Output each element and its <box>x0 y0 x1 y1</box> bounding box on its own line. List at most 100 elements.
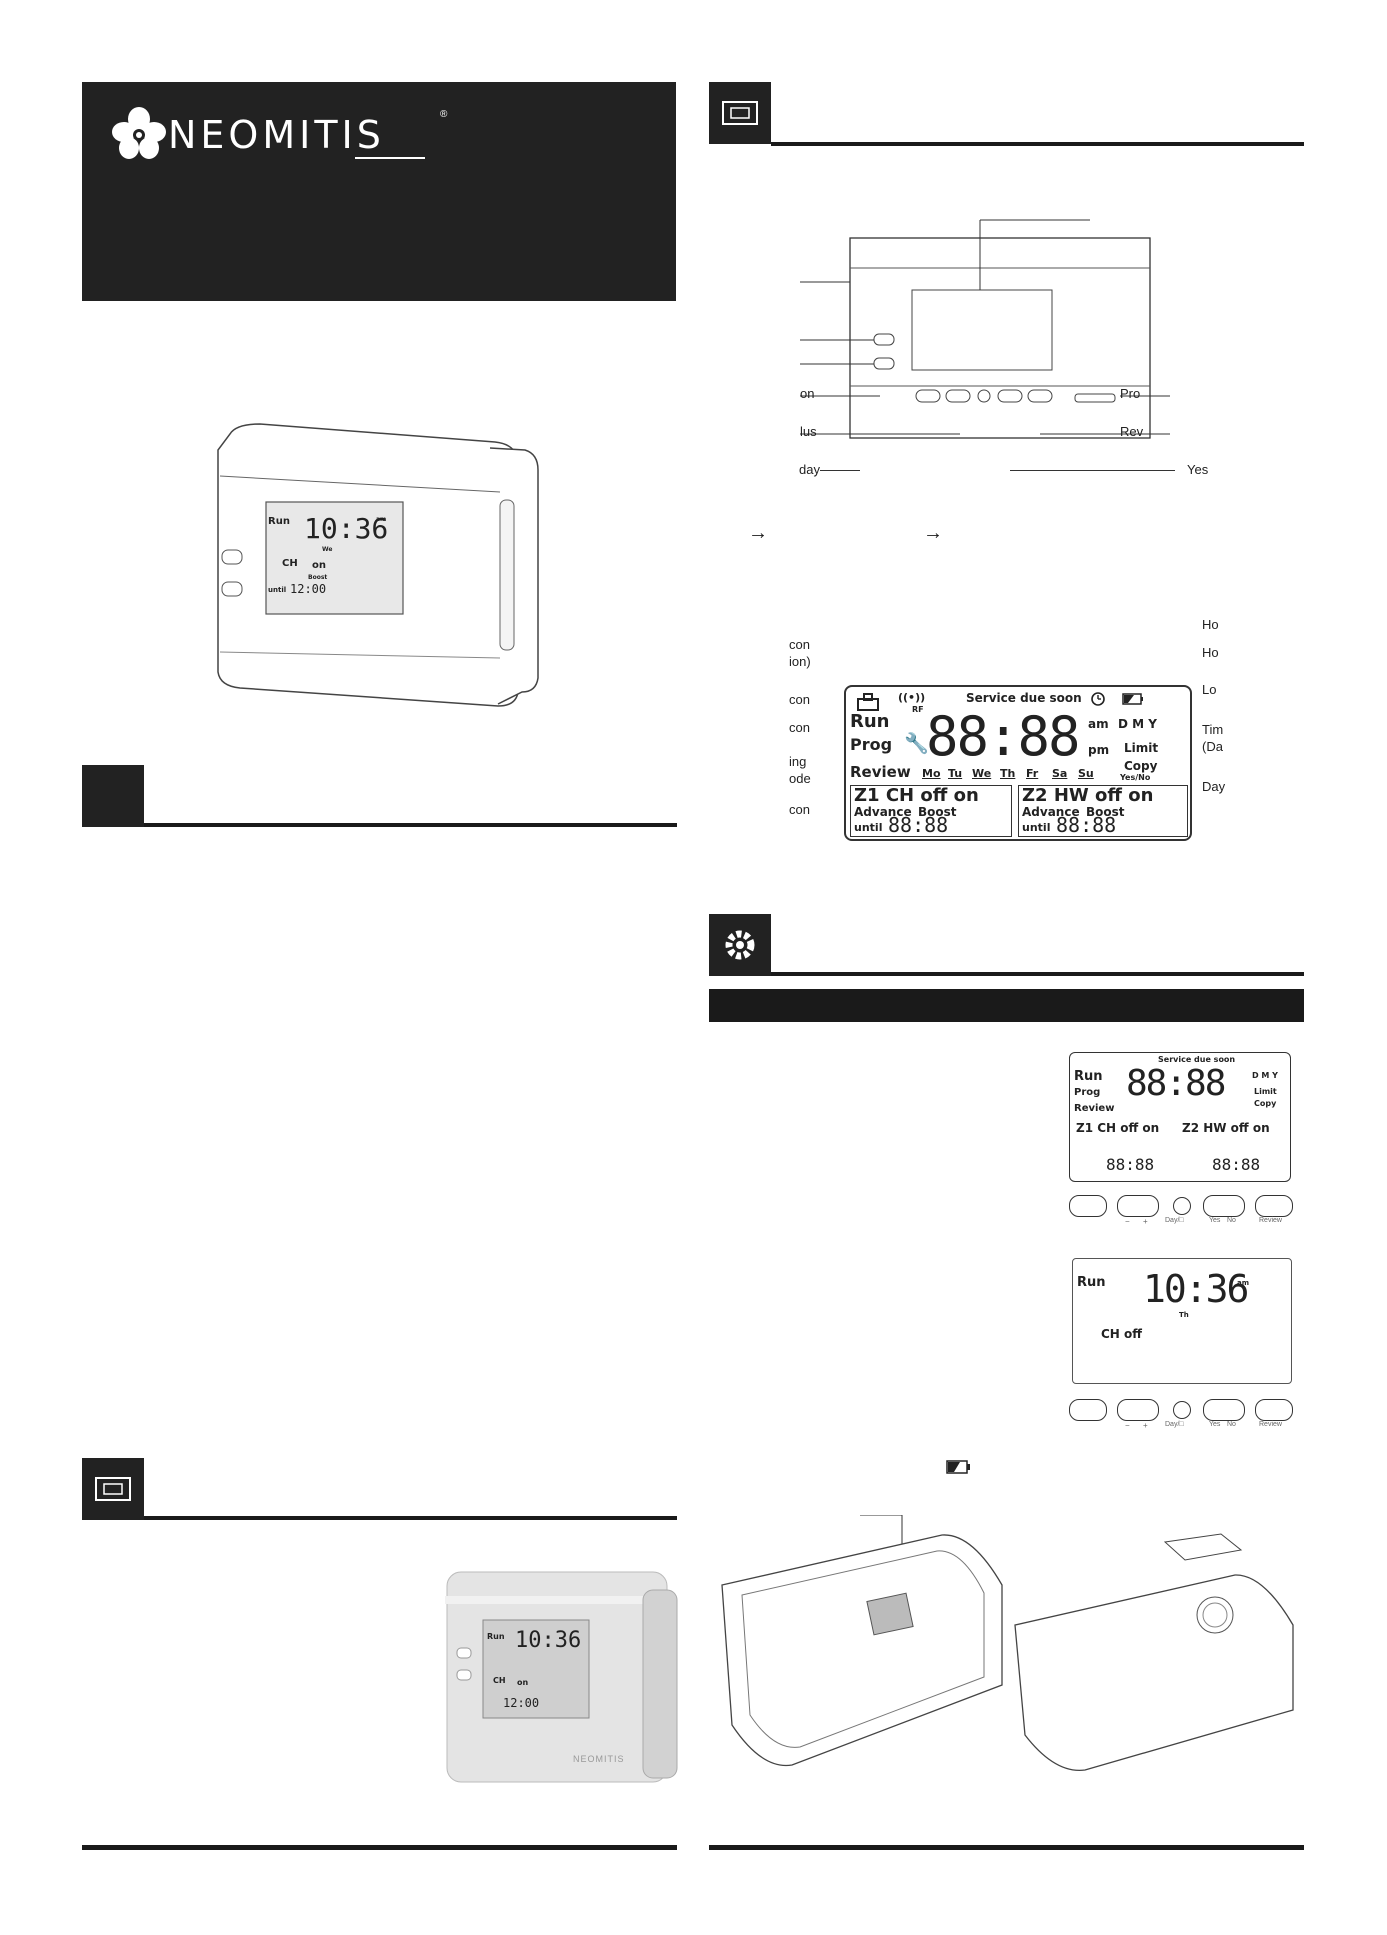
yes-no-button[interactable] <box>1203 1195 1245 1217</box>
minus-plus-button[interactable] <box>1117 1195 1159 1217</box>
callout-right-2: Yes <box>1187 462 1209 477</box>
service-text: Service due soon <box>966 691 1082 705</box>
small-zone2-digits: 88:88 <box>1212 1155 1261 1174</box>
brand-name: NEOMITIS <box>168 113 385 157</box>
small-review: Review <box>1074 1103 1115 1114</box>
battery-icon <box>1122 693 1143 705</box>
product-until: until <box>268 586 287 594</box>
bottom-rule-left <box>82 1845 677 1850</box>
callout-left-1: lus <box>800 424 817 439</box>
callout-right-1: Rev <box>1120 424 1144 439</box>
small-digits: 88:88 <box>1126 1063 1226 1104</box>
run-screen-ampm: am <box>1237 1279 1250 1287</box>
day-mo: Mo <box>922 767 941 780</box>
lcd-callout-left-4: ing <box>789 754 807 769</box>
zone2-label: Z2 HW off on <box>1022 785 1154 806</box>
day-button[interactable] <box>1173 1197 1191 1215</box>
right-section-rule <box>771 142 1304 146</box>
run-screen-day: Th <box>1179 1311 1189 1319</box>
day-label: Day/□ <box>1165 1217 1184 1224</box>
small-zone1-digits: 88:88 <box>1106 1155 1155 1174</box>
copy-label: Copy <box>1124 759 1158 773</box>
lcd-callout-left-5: ode <box>789 771 811 786</box>
small-dmy: D M Y <box>1252 1071 1278 1080</box>
review-button[interactable] <box>1255 1195 1293 1217</box>
plus-label: + <box>1143 1421 1148 1430</box>
mode-button[interactable] <box>1069 1195 1107 1217</box>
bottom-rule-right <box>709 1845 1304 1850</box>
section-rule-2 <box>144 1516 677 1520</box>
run-label: Run <box>850 711 890 732</box>
settings-subheader-bar <box>709 989 1304 1022</box>
zone2-box <box>1018 785 1188 837</box>
battery-icon <box>946 1460 970 1474</box>
yesno-label: Yes/No <box>1120 773 1151 782</box>
zone1-box <box>850 785 1012 837</box>
limit-label: Limit <box>1124 741 1159 755</box>
product-day: We <box>322 546 333 553</box>
lcd-callout-left-2: con <box>789 692 810 707</box>
front-view-diagram: on lus Pro Rev <box>790 210 1170 450</box>
small-limit: Limit <box>1254 1087 1277 1096</box>
zone2-until: until <box>1022 821 1051 834</box>
lcd-callout-right-4: (Da <box>1202 739 1223 754</box>
run-screen: Run 10:36 am Th CH off <box>1072 1258 1292 1384</box>
small-zone1: Z1 CH off on <box>1076 1121 1160 1135</box>
brand-logo: NEOMITIS ® <box>110 105 470 165</box>
product-ampm: am <box>376 516 387 523</box>
settings-section-box <box>709 914 771 976</box>
photo-mode: Run <box>487 1632 505 1641</box>
thermostat-icon <box>722 101 758 125</box>
mode-button[interactable] <box>1069 1399 1107 1421</box>
section-number-box <box>82 765 144 827</box>
leader-line <box>820 470 860 471</box>
product-state: on <box>312 560 326 571</box>
zone2-boost: Boost <box>1086 805 1125 819</box>
button-row-1: − + Day/□ Yes No Review <box>1069 1195 1293 1227</box>
gear-icon <box>725 930 755 960</box>
lcd-diagram: Service due soon ((•)) RF Run Prog 🔧 88:… <box>844 685 1192 841</box>
pm-label: pm <box>1088 743 1110 757</box>
lcd-callout-right-3: Tim <box>1202 722 1224 737</box>
plus-label: + <box>1143 1217 1148 1226</box>
lcd-digits: 88:88 <box>926 705 1081 768</box>
settings-rule <box>771 972 1304 976</box>
button-row-2: − + Day/□ Yes No Review <box>1069 1399 1293 1431</box>
back-housing-left <box>712 1515 1012 1775</box>
small-service-text: Service due soon <box>1158 1055 1236 1064</box>
right-section-box <box>709 82 771 144</box>
callout-right-0: Pro <box>1120 386 1141 401</box>
small-zone2: Z2 HW off on <box>1182 1121 1270 1135</box>
arrow-2: → <box>923 522 943 544</box>
lcd-callout-right-5: Day <box>1202 779 1226 794</box>
arrow-1: → <box>748 522 768 544</box>
yes-no-button[interactable] <box>1203 1399 1245 1421</box>
logo-underline <box>355 157 425 159</box>
day-th: Th <box>1000 767 1016 780</box>
briefcase-icon <box>857 693 879 711</box>
day-button[interactable] <box>1173 1401 1191 1419</box>
run-screen-mode: Run <box>1077 1275 1106 1290</box>
review-label: Review <box>1259 1421 1282 1428</box>
lcd-callout-left-0: con <box>789 637 810 652</box>
run-screen-time: 10:36 <box>1143 1267 1249 1311</box>
zone1-advance: Advance <box>854 805 912 819</box>
lcd-callout-right-1: Ho <box>1202 645 1219 660</box>
review-label: Review <box>850 763 911 781</box>
review-button[interactable] <box>1255 1399 1293 1421</box>
minus-label: − <box>1125 1421 1130 1430</box>
yes-label: Yes <box>1209 1217 1221 1224</box>
photo-brand: NEOMITIS <box>573 1754 625 1764</box>
cover-header-box <box>82 82 676 301</box>
minus-plus-button[interactable] <box>1117 1399 1159 1421</box>
lcd-callout-left-1: ion) <box>789 654 811 669</box>
yes-label: Yes <box>1209 1421 1221 1428</box>
product-ch: CH <box>282 558 298 569</box>
lcd-callout-left-6: con <box>789 802 810 817</box>
leader-line <box>1010 470 1175 471</box>
clock-icon <box>1091 692 1105 706</box>
thermostat-photo: Run 10:36 CH on 12:00 NEOMITIS <box>443 1568 683 1788</box>
lcd-callout-right-2: Lo <box>1202 682 1217 697</box>
minus-label: − <box>1125 1217 1130 1226</box>
rf-signal-icon: ((•)) <box>898 691 926 704</box>
